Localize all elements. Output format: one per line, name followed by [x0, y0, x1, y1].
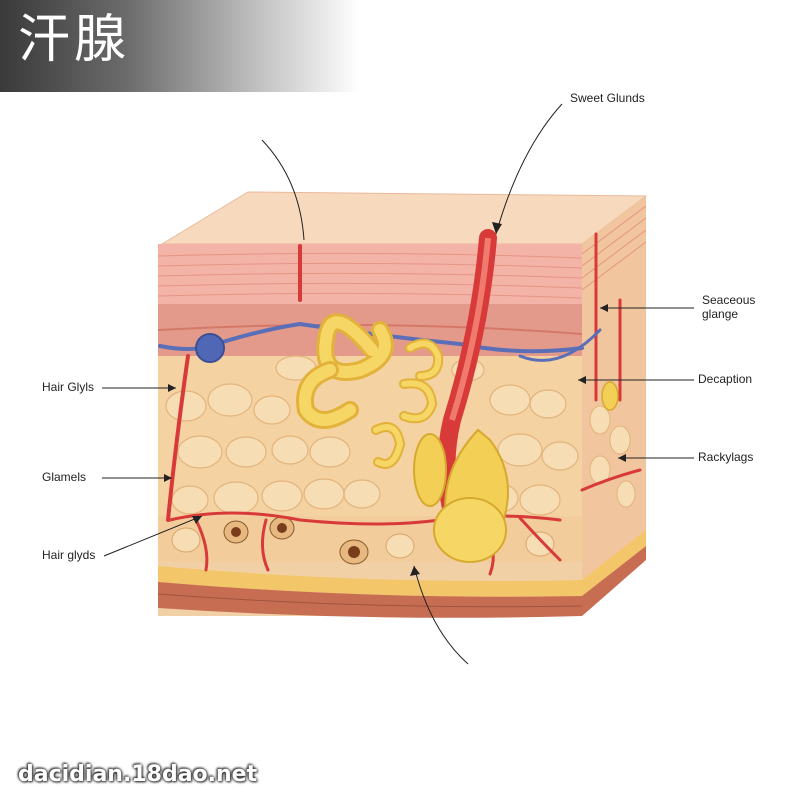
label-hair-glyls: Hair Glyls — [42, 380, 95, 394]
label-rackylags: Rackylags — [698, 450, 754, 464]
deep-cells — [171, 516, 555, 565]
hair-follicle — [413, 229, 509, 563]
label-hair-glyds: Hair glyds — [42, 548, 96, 562]
page-title: 汗腺 — [18, 10, 131, 70]
leader-arrowheads — [164, 222, 626, 576]
header-band — [0, 0, 360, 92]
sweat-gland-coil — [296, 313, 444, 469]
label-glamels: Glamels — [42, 470, 87, 484]
subcutaneous-base — [158, 582, 582, 618]
fat-layer — [158, 566, 582, 597]
skin-surface-top — [160, 191, 648, 245]
label-seaceous-line2: glange — [702, 307, 739, 321]
label-decaption: Decaption — [698, 372, 753, 386]
site-watermark: dacidian.18dao.net — [18, 762, 258, 787]
sebaceous-gland — [601, 381, 619, 411]
dermis-cells — [165, 355, 579, 516]
label-sweet-glunds: Sweet Glunds — [570, 91, 645, 105]
label-seaceous-line1: Seaceous — [702, 293, 756, 307]
leader-lines — [102, 103, 694, 665]
epidermis-striations — [157, 252, 583, 299]
